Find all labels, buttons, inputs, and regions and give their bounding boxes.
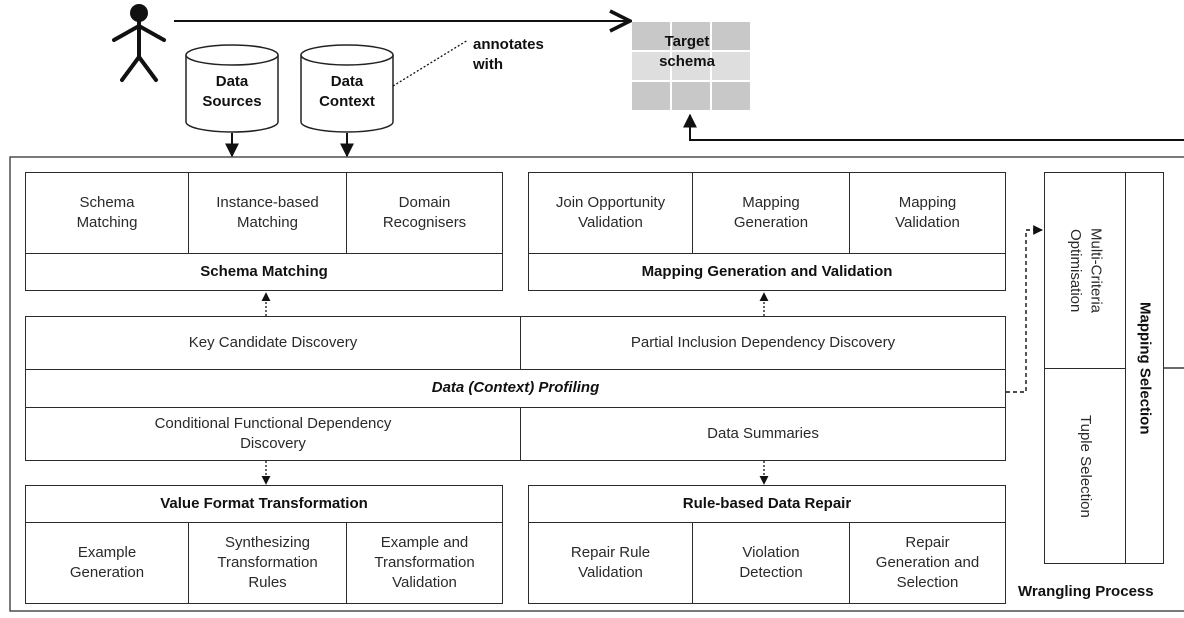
mapping-generation-title: Mapping Generation and Validation: [528, 253, 1006, 291]
key-candidate-discovery: Key Candidate Discovery: [25, 316, 521, 370]
cfd-discovery: Conditional Functional Dependency Discov…: [25, 407, 521, 461]
data-sources-cylinder-icon: [185, 44, 279, 133]
annotates-with-label: annotates with: [473, 36, 544, 73]
multi-criteria-optimisation-component: Multi-Criteria Optimisation: [1044, 172, 1126, 369]
instance-based-matching-component: Instance-based Matching: [188, 172, 347, 254]
target-schema-label: Target schema: [659, 33, 715, 70]
wrangling-process-label: Wrangling Process: [1018, 583, 1154, 600]
annotates-dotted-line: [392, 39, 469, 87]
example-generation-component: Example Generation: [25, 522, 189, 604]
profiling-to-selection-arrow: [1006, 225, 1043, 393]
mapping-generation-component: Mapping Generation: [692, 172, 850, 254]
data-context-label: Data Context: [319, 73, 375, 110]
tuple-selection-component: Tuple Selection: [1044, 368, 1126, 564]
value-format-transformation-title: Value Format Transformation: [25, 485, 503, 523]
rule-based-data-repair-title: Rule-based Data Repair: [528, 485, 1006, 523]
partial-inclusion-dependency-discovery: Partial Inclusion Dependency Discovery: [520, 316, 1006, 370]
repair-generation-selection-component: Repair Generation and Selection: [849, 522, 1006, 604]
example-transformation-validation-component: Example and Transformation Validation: [346, 522, 503, 604]
wrangling-process-border: [9, 156, 1184, 612]
data-summaries: Data Summaries: [520, 407, 1006, 461]
data-sources-label: Data Sources: [202, 73, 262, 110]
schema-matching-title: Schema Matching: [25, 253, 503, 291]
data-context-profiling-title: Data (Context) Profiling: [25, 369, 1006, 408]
selection-to-target-arrow: [683, 113, 1184, 141]
mapping-validation-component: Mapping Validation: [849, 172, 1006, 254]
schema-matching-component: Schema Matching: [25, 172, 189, 254]
target-schema-grid: Target schema: [632, 22, 750, 110]
repair-rule-validation-component: Repair Rule Validation: [528, 522, 693, 604]
mapping-selection-title: Mapping Selection: [1125, 172, 1164, 564]
domain-recognisers-component: Domain Recognisers: [346, 172, 503, 254]
synthesizing-transformation-rules-component: Synthesizing Transformation Rules: [188, 522, 347, 604]
data-context-cylinder-icon: [300, 44, 394, 133]
person-figure-icon: [112, 4, 166, 82]
violation-detection-component: Violation Detection: [692, 522, 850, 604]
join-opportunity-validation-component: Join Opportunity Validation: [528, 172, 693, 254]
